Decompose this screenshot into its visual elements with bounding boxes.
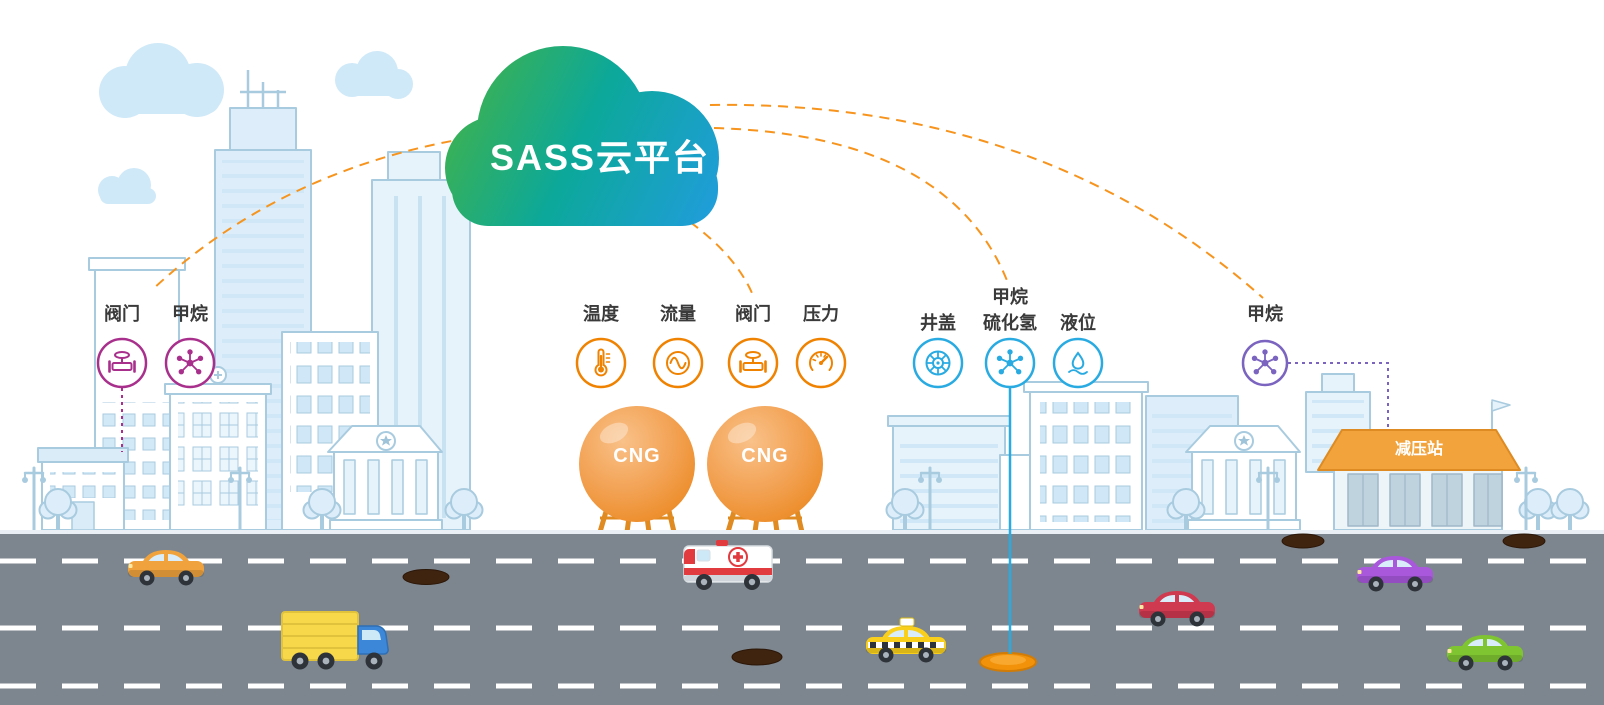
sky-cloud-icon	[98, 168, 156, 204]
sensor-label: 硫化氢	[983, 312, 1037, 333]
sensor-label: 温度	[583, 303, 620, 324]
cloud-platform-label: SASS云平台	[490, 137, 710, 178]
sensor-circle	[1052, 337, 1104, 389]
sensor-label: 甲烷	[992, 286, 1028, 307]
sky-clouds	[98, 43, 413, 204]
hospital-building	[1023, 366, 1149, 531]
road-surface	[0, 534, 1604, 705]
city-skyline-right: 减压站	[885, 366, 1590, 532]
sensor-connectors	[121, 362, 1389, 654]
sensor-label: 阀门	[735, 303, 771, 324]
sensor-group-station: 甲烷	[1241, 303, 1289, 387]
city-skyline-left	[20, 70, 484, 532]
sidewalk-strip	[0, 530, 1604, 534]
cloud-link-building	[151, 137, 469, 291]
sensor-label: 液位	[1060, 312, 1096, 333]
sky-cloud-icon	[99, 43, 224, 118]
cng-tank-1: CNG	[579, 406, 695, 535]
monitored-manhole-cover	[979, 652, 1037, 672]
tree-icon	[1550, 488, 1590, 531]
cng-tank-label: CNG	[741, 445, 788, 467]
sensor-group-manhole: 井盖 甲烷 硫化氢 液位	[912, 286, 1104, 389]
sensor-label: 压力	[803, 304, 839, 324]
pressure-station: 减压站	[1317, 399, 1521, 531]
station-roof	[1317, 429, 1521, 471]
cng-tank-2: CNG	[707, 406, 823, 535]
road	[0, 530, 1604, 705]
sensor-label: 阀门	[104, 303, 140, 324]
manhole-cover	[402, 569, 450, 585]
sensor-label: 甲烷	[1247, 303, 1283, 324]
manhole-cover	[1281, 533, 1325, 549]
cloud-link-cng	[689, 221, 753, 294]
cloud-link-station	[709, 103, 1264, 299]
sensor-group-building: 阀门 甲烷	[96, 303, 216, 389]
connector-station	[1288, 362, 1389, 428]
cloud-platform: SASS云平台	[445, 46, 719, 226]
manhole-cover-icon	[925, 350, 951, 376]
cng-tanks: CNG CNG	[579, 406, 823, 535]
manhole-cover	[731, 648, 783, 666]
cloud-link-manhole	[713, 127, 1009, 284]
sky-cloud-icon	[335, 51, 413, 99]
cloud-links	[151, 103, 1264, 299]
striped-building	[887, 415, 1037, 531]
cng-tank-label: CNG	[613, 445, 660, 467]
sensor-group-cng: 温度 流量 阀门 压力	[575, 303, 847, 389]
sensor-label: 甲烷	[172, 303, 208, 324]
emblem-building	[164, 366, 272, 531]
sensor-label: 流量	[660, 303, 696, 324]
ambulance	[682, 538, 774, 592]
pressure-station-label: 减压站	[1395, 439, 1443, 458]
bank-building	[327, 425, 443, 531]
sensor-label: 井盖	[920, 312, 956, 333]
manhole-cover	[1502, 533, 1546, 549]
